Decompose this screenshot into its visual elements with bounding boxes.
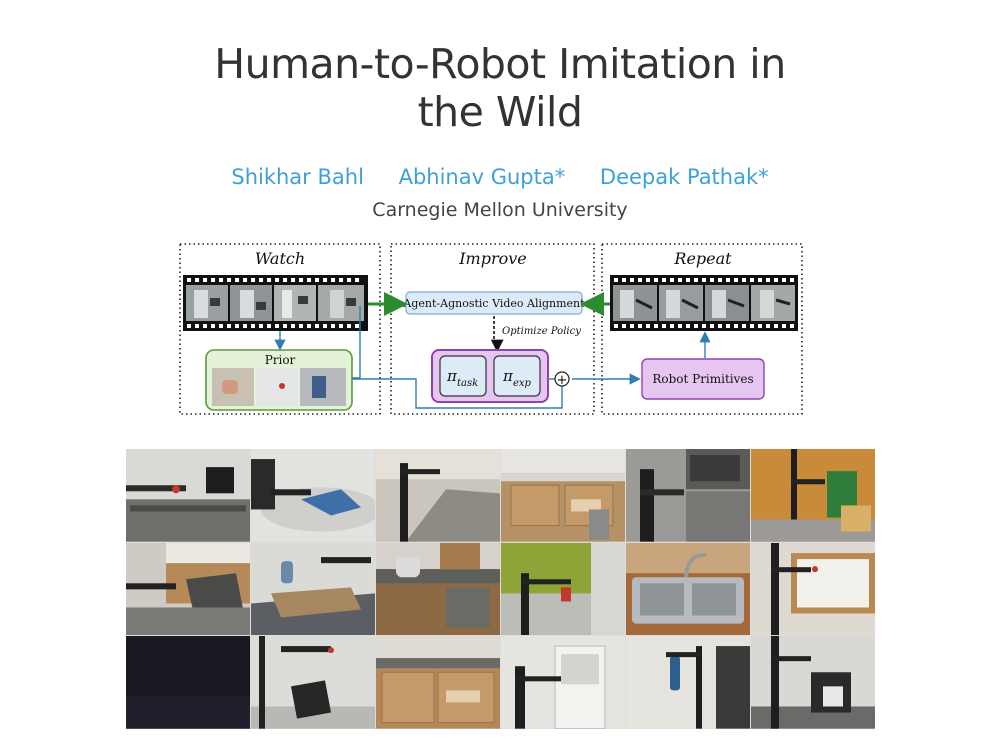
prior-label: Prior xyxy=(265,353,296,367)
grid-image-10 xyxy=(501,542,625,636)
grid-image-11 xyxy=(626,542,750,636)
grid-image-17 xyxy=(626,636,750,729)
sum-node xyxy=(554,371,570,387)
method-diagram: Watch Improve Repeat xyxy=(179,243,803,415)
title-line-1: Human-to-Robot Imitation in xyxy=(214,40,786,88)
prior-image-2 xyxy=(256,368,298,406)
robot-primitives-label: Robot Primitives xyxy=(652,372,753,386)
watch-label: Watch xyxy=(255,249,305,268)
optimize-policy-label: Optimize Policy xyxy=(502,326,581,337)
paper-title: Human-to-Robot Imitation in the Wild xyxy=(0,40,1000,136)
grid-image-7 xyxy=(126,542,250,636)
grid-image-6 xyxy=(751,449,875,542)
grid-image-3 xyxy=(376,449,500,542)
repeat-box xyxy=(601,243,803,415)
prior-to-policy-line xyxy=(352,378,563,409)
robot-primitives-box xyxy=(641,358,765,400)
pi-exp-box xyxy=(493,355,541,397)
author-link-2[interactable]: Abhinav Gupta* xyxy=(398,165,566,189)
pi-task-subscript: task xyxy=(457,378,478,389)
author-link-1[interactable]: Shikhar Bahl xyxy=(231,165,364,189)
robot-results-grid xyxy=(126,449,875,729)
grid-image-5 xyxy=(626,449,750,542)
grid-image-9 xyxy=(376,542,500,636)
affiliation: Carnegie Mellon University xyxy=(372,199,628,221)
grid-image-4 xyxy=(501,449,625,542)
improve-label: Improve xyxy=(458,249,527,268)
grid-image-2 xyxy=(251,449,375,542)
title-line-2: the Wild xyxy=(417,88,583,136)
grid-image-14 xyxy=(251,636,375,729)
author-link-3[interactable]: Deepak Pathak* xyxy=(599,165,769,189)
repeat-label: Repeat xyxy=(673,249,732,268)
grid-image-15 xyxy=(376,636,500,729)
alignment-label: Agent-Agnostic Video Alignment xyxy=(402,297,585,310)
grid-image-8 xyxy=(251,542,375,636)
robot-video-filmstrip xyxy=(610,275,798,331)
human-video-filmstrip xyxy=(183,275,368,331)
watch-box xyxy=(179,243,381,415)
prior-feedback-line xyxy=(352,306,361,379)
grid-image-1 xyxy=(126,449,250,542)
author-list: Shikhar Bahl Abhinav Gupta* Deepak Patha… xyxy=(0,165,1000,189)
pi-task-box xyxy=(439,355,487,397)
grid-image-18 xyxy=(751,636,875,729)
grid-image-16 xyxy=(501,636,625,729)
grid-image-12 xyxy=(751,542,875,636)
grid-image-13 xyxy=(126,636,250,729)
plus-symbol: + xyxy=(557,373,568,388)
pi-exp-subscript: exp xyxy=(513,378,532,389)
pi-task-symbol: π xyxy=(446,367,458,385)
improve-box xyxy=(390,243,595,415)
pi-exp-symbol: π xyxy=(502,367,514,385)
